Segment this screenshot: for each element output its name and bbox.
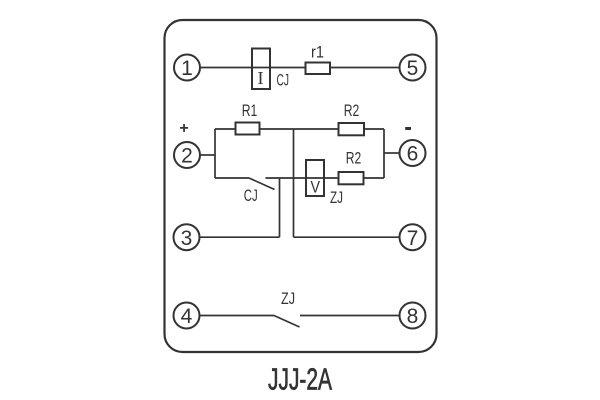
svg-text:5: 5 [407,57,419,80]
svg-text:2: 2 [181,145,193,168]
svg-text:+: + [179,120,188,137]
svg-text:CJ: CJ [244,186,258,205]
svg-text:r1: r1 [311,43,324,62]
svg-text:R2: R2 [344,101,360,120]
svg-text:V: V [310,178,320,197]
svg-text:3: 3 [181,227,193,250]
svg-text:4: 4 [181,305,193,328]
svg-text:R1: R1 [242,101,258,120]
svg-text:ZJ: ZJ [330,188,343,207]
svg-text:JJJ-2A: JJJ-2A [268,362,332,397]
svg-text:R2: R2 [346,149,362,168]
svg-text:1: 1 [181,57,193,80]
svg-text:6: 6 [407,143,419,166]
svg-text:ZJ: ZJ [281,289,295,308]
svg-text:I: I [258,68,264,88]
svg-text:7: 7 [407,227,419,250]
svg-text:CJ: CJ [277,70,290,89]
svg-text:8: 8 [407,305,419,328]
